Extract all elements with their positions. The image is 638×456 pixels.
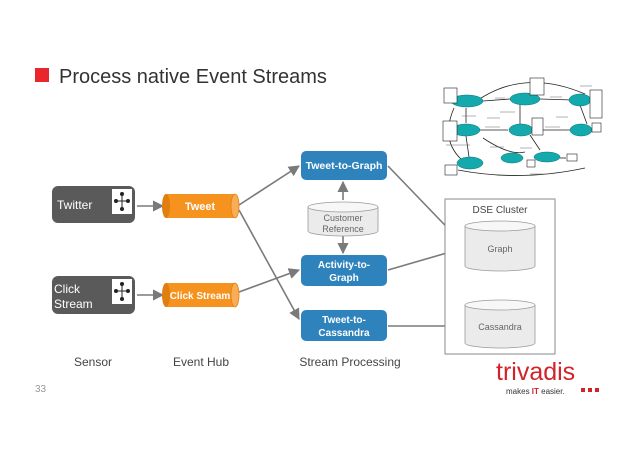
hub-tweet: Tweet [162, 193, 240, 219]
sensor-network-icon [112, 189, 132, 214]
logo-tagline: makes IT easier. [506, 387, 565, 396]
processor-activity-label-line1: Activity-to- [318, 260, 370, 271]
customer-reference-db: Customer Reference [307, 201, 379, 237]
store-cassandra-label: Cassandra [478, 322, 522, 332]
store-graph: Graph [464, 220, 536, 272]
processor-cassandra-label-line2: Cassandra [318, 328, 370, 339]
hub-tweet-label: Tweet [185, 201, 216, 213]
trivadis-logo: trivadis makes IT easier. [496, 358, 599, 396]
logo-wordmark: trivadis [496, 358, 575, 386]
processor-cassandra-label-line1: Tweet-to- [322, 315, 366, 326]
processor-activity-to-graph: Activity-to- Graph [301, 255, 387, 286]
processor-tweet-to-graph: Tweet-to-Graph [301, 151, 387, 180]
sensor-click-label-line1: Click [54, 282, 81, 296]
customer-reference-line2: Reference [322, 224, 364, 234]
column-label-sensor: Sensor [74, 355, 112, 369]
connectors [137, 165, 466, 332]
page-number: 33 [35, 384, 47, 395]
graph-schema-thumbnail [442, 77, 603, 176]
customer-reference-line1: Customer [323, 213, 362, 223]
store-graph-label: Graph [487, 244, 512, 254]
hub-click-stream-label: Click Stream [170, 291, 231, 302]
processor-tweet-to-graph-label: Tweet-to-Graph [306, 160, 383, 172]
hub-click-stream: Click Stream [162, 282, 240, 308]
slide-title: Process native Event Streams [59, 66, 327, 88]
sensor-network-icon [112, 279, 132, 304]
processor-activity-label-line2: Graph [329, 273, 358, 284]
store-cassandra: Cassandra [464, 299, 536, 349]
processor-tweet-to-cassandra: Tweet-to- Cassandra [301, 310, 387, 341]
column-label-stream-processing: Stream Processing [299, 355, 400, 369]
column-label-event-hub: Event Hub [173, 355, 229, 369]
logo-dots-icon [581, 388, 599, 392]
title-bullet-icon [35, 68, 49, 82]
sensor-click-label-line2: Stream [54, 297, 93, 311]
sensor-twitter: Twitter [52, 186, 135, 223]
sensor-click-stream: Click Stream [52, 276, 135, 314]
dse-cluster-title: DSE Cluster [472, 205, 528, 216]
dse-cluster: DSE Cluster Graph Cassandra [444, 198, 556, 355]
sensor-twitter-label: Twitter [57, 198, 92, 212]
